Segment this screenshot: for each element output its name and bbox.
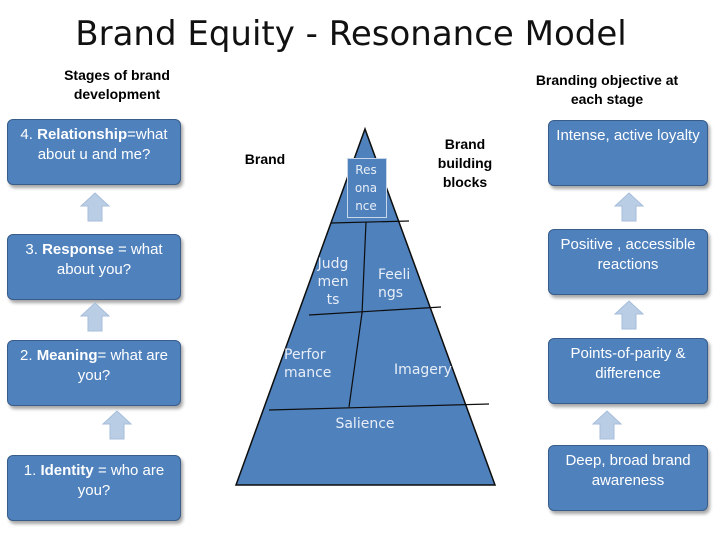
stage-name: Meaning	[36, 347, 98, 364]
diagram-title: Brand Equity - Resonance Model	[0, 14, 728, 54]
stage-number: 1.	[23, 462, 37, 479]
pyramid-divider-vertical-lower	[348, 312, 363, 408]
up-arrow-icon	[614, 300, 644, 330]
label-imagery: Imagery	[394, 362, 452, 378]
brand-label: Brand	[244, 151, 286, 167]
right-column-header: Branding objective at each stage	[535, 72, 679, 107]
label-salience: Salience	[335, 416, 395, 432]
stage-name: Response	[42, 241, 114, 258]
stage-number: 4.	[20, 126, 33, 143]
stage-number: 2.	[20, 347, 33, 364]
stage-question: = who are you?	[77, 462, 165, 499]
stage-name: Identity	[40, 462, 94, 479]
pyramid-divider-top	[330, 220, 410, 224]
label-performance: Perfor mance	[284, 347, 332, 381]
objective-text: Positive , accessible reactions	[560, 236, 696, 273]
stage-name: Relationship	[37, 126, 128, 143]
stage-box-response: 3. Response = what about you?	[7, 234, 181, 300]
resonance-box	[347, 158, 387, 218]
pyramid-divider-vertical-upper	[361, 221, 367, 315]
objective-text: Points-of-parity & difference	[570, 345, 686, 382]
stage-question: = what about you?	[56, 241, 163, 278]
building-blocks-label: Brand building blocks	[437, 136, 493, 190]
stage-question: =what about u and me?	[37, 126, 168, 163]
stage-box-identity: 1. Identity = who are you?	[7, 455, 181, 521]
objective-box-loyalty: Intense, active loyalty	[548, 120, 708, 186]
objective-text: Intense, active loyalty	[556, 127, 700, 144]
pyramid-shape	[234, 126, 497, 486]
up-arrow-icon	[592, 410, 622, 440]
pyramid-divider-middle	[308, 306, 442, 316]
diagram-title-text: Brand Equity - Resonance Model	[75, 14, 627, 54]
up-arrow-icon	[80, 302, 110, 332]
pyramid-divider-bottom	[268, 403, 490, 411]
stage-question: = what are you?	[77, 347, 168, 384]
stage-box-relationship: 4. Relationship=what about u and me?	[7, 119, 181, 185]
objective-text: Deep, broad brand awareness	[565, 452, 691, 489]
up-arrow-icon	[102, 410, 132, 440]
up-arrow-icon	[614, 192, 644, 222]
stage-number: 3.	[25, 241, 38, 258]
label-feelings: Feeli ngs	[378, 267, 411, 301]
objective-box-reactions: Positive , accessible reactions	[548, 229, 708, 295]
left-column-header: Stages of brand development	[64, 67, 170, 102]
up-arrow-icon	[80, 192, 110, 222]
label-resonance: Res ona nce	[354, 163, 378, 213]
objective-box-awareness: Deep, broad brand awareness	[548, 445, 708, 511]
label-judgments: Judg men ts	[317, 256, 349, 308]
objective-box-parity: Points-of-parity & difference	[548, 338, 708, 404]
stage-box-meaning: 2. Meaning= what are you?	[7, 340, 181, 406]
